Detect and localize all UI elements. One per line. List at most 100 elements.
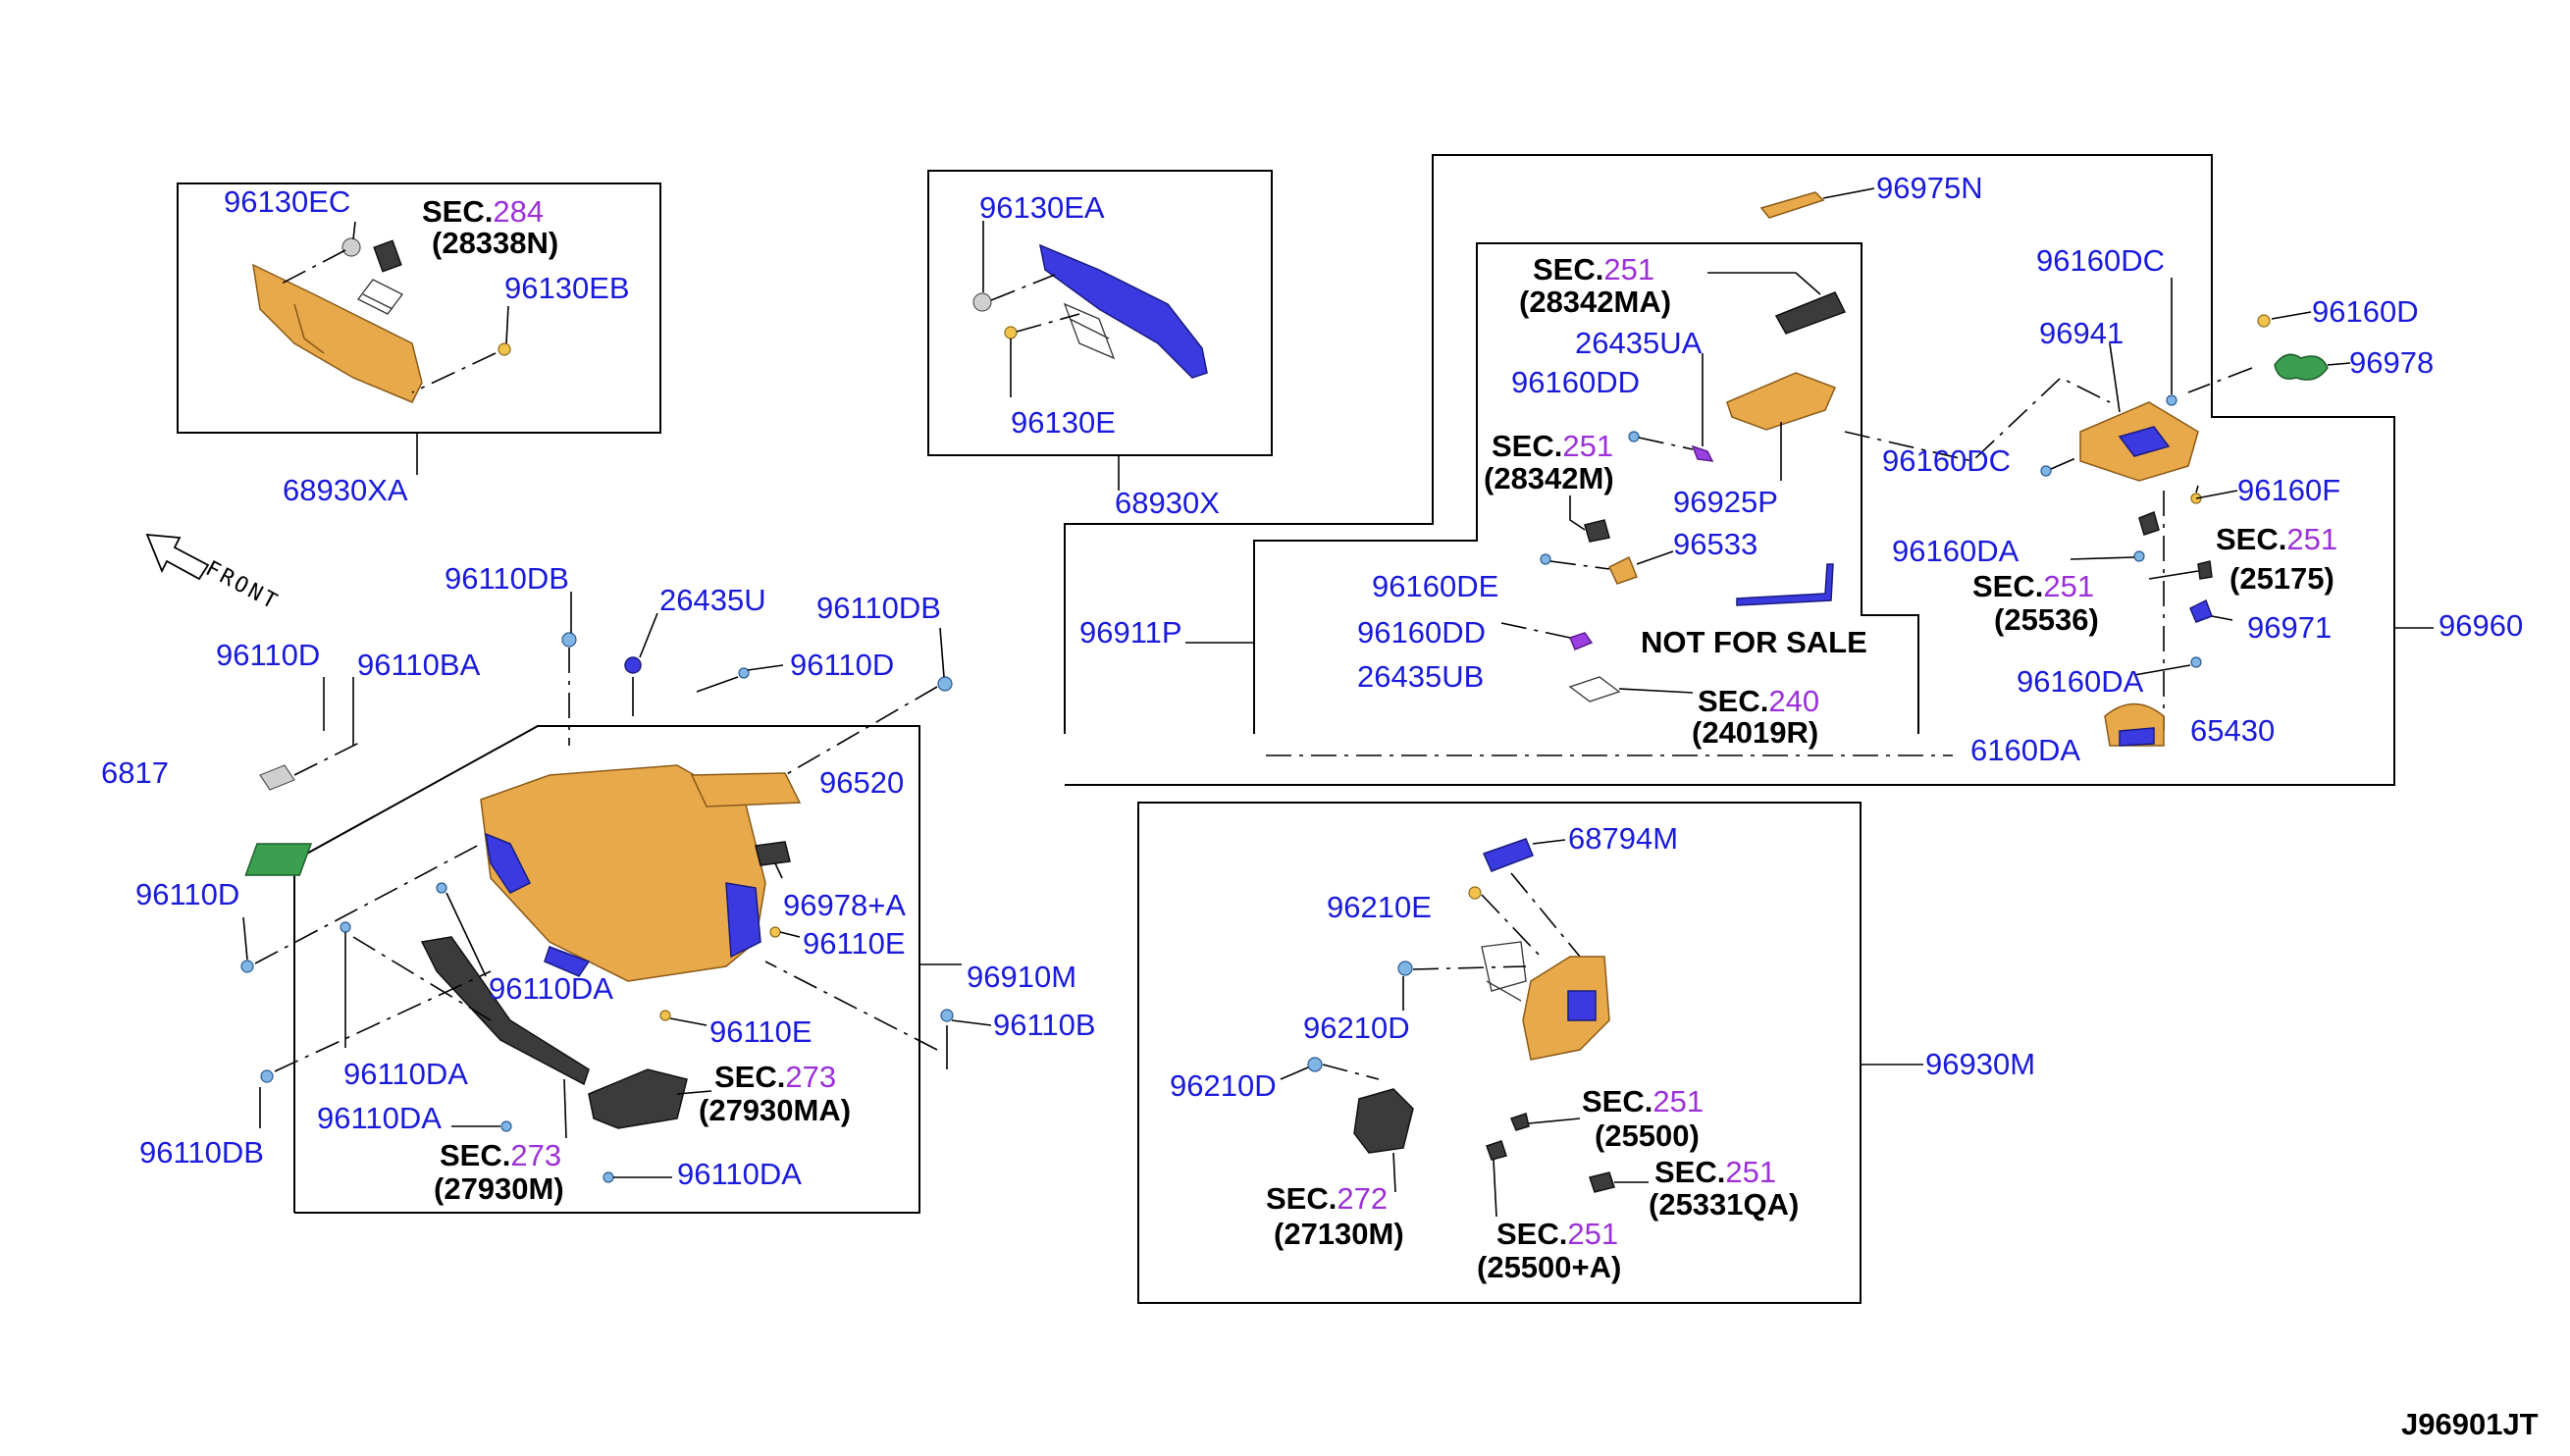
label-96160da-b[interactable]: 96160DA (2017, 664, 2144, 699)
part-68794m-shape (1482, 838, 1534, 872)
part-25500a-shape (1486, 1140, 1507, 1161)
dash-96130eb (411, 352, 497, 393)
label-96210d-a[interactable]: 96210D (1303, 1011, 1410, 1045)
lead-27930m (563, 1078, 567, 1139)
clip-96110db-a (561, 632, 577, 648)
label-96960[interactable]: 96960 (2439, 608, 2523, 643)
label-96160dc-b[interactable]: 96160DC (1882, 443, 2011, 478)
label-96130ea[interactable]: 96130EA (979, 190, 1105, 225)
label-96110da-b[interactable]: 96110DA (343, 1057, 468, 1091)
lead-96160da-b (2133, 664, 2191, 676)
dash-96210d-b (1322, 1064, 1380, 1080)
label-96971[interactable]: 96971 (2247, 610, 2332, 645)
part-96930m-bracket (1522, 956, 1610, 1061)
label-26435ua[interactable]: 26435UA (1575, 326, 1703, 360)
clip-96110d-c (240, 960, 254, 973)
label-26435u[interactable]: 26435U (659, 583, 766, 617)
label-96978a[interactable]: 96978+A (783, 888, 906, 922)
label-96110e-a[interactable]: 96110E (803, 926, 906, 961)
label-96210e[interactable]: 96210E (1327, 890, 1432, 924)
label-sec-251-25536[interactable]: SEC.251 (1972, 569, 2094, 603)
label-96110e-b[interactable]: 96110E (709, 1014, 813, 1049)
console-side-finisher-detail (293, 303, 325, 354)
label-96941[interactable]: 96941 (2039, 316, 2124, 350)
dash-96110da-b (352, 936, 492, 1021)
sec-number: 273 (785, 1060, 836, 1094)
label-6817[interactable]: 6817 (101, 755, 169, 790)
label-65430[interactable]: 65430 (2190, 713, 2275, 748)
label-96925p[interactable]: 96925P (1673, 485, 1778, 519)
clip-96210d-a (1397, 961, 1413, 976)
label-96110ba[interactable]: 96110BA (357, 648, 481, 682)
label-96110db-c[interactable]: 96110DB (139, 1135, 264, 1170)
label-sec-251-25500a[interactable]: SEC.251 (1496, 1217, 1618, 1251)
part-27130m-shape (1353, 1088, 1414, 1154)
label-68794m[interactable]: 68794M (1568, 821, 1678, 856)
label-96160dc-a[interactable]: 96160DC (2036, 243, 2165, 278)
label-96110d-c[interactable]: 96110D (135, 877, 239, 911)
label-sec-251-25500[interactable]: SEC.251 (1582, 1084, 1704, 1118)
clip-96210e (1468, 886, 1482, 900)
label-96160de[interactable]: 96160DE (1372, 569, 1498, 603)
part-96520-shape (690, 772, 802, 807)
label-sec-272[interactable]: SEC.272 (1266, 1181, 1388, 1216)
lead-96110b (946, 1019, 992, 1069)
label-96160f[interactable]: 96160F (2237, 473, 2340, 507)
dash-96110db-b (784, 686, 938, 776)
dash-96978 (2187, 367, 2253, 393)
lead-96160d (2271, 311, 2312, 320)
lead-96110db-b (939, 627, 945, 678)
console-side-finisher-blue (1038, 243, 1208, 379)
label-96110d-a[interactable]: 96110D (216, 638, 320, 672)
label-sec-251-28342ma[interactable]: SEC.251 (1533, 252, 1654, 286)
label-96130ec[interactable]: 96130EC (224, 184, 350, 219)
label-96130eb[interactable]: 96130EB (504, 271, 630, 305)
label-6160da[interactable]: 6160DA (1970, 733, 2080, 767)
clip-96160dc-b (2040, 465, 2052, 477)
lead-96971 (2211, 615, 2233, 621)
label-sec-273-27930m[interactable]: SEC.273 (440, 1138, 561, 1172)
label-sec-240[interactable]: SEC.240 (1698, 684, 1819, 718)
label-ref-25536: (25536) (1994, 602, 2099, 637)
label-96975n[interactable]: 96975N (1876, 171, 1983, 205)
label-96110da-d[interactable]: 96110DA (677, 1157, 802, 1191)
label-96110db-b[interactable]: 96110DB (816, 591, 941, 625)
label-96110db-a[interactable]: 96110DB (445, 561, 569, 596)
label-96110b[interactable]: 96110B (993, 1008, 1096, 1042)
label-96160dd-a[interactable]: 96160DD (1511, 365, 1640, 399)
label-sec-251-28342m[interactable]: SEC.251 (1492, 429, 1613, 463)
part-65430-detail (2119, 727, 2155, 747)
label-96930m[interactable]: 96930M (1925, 1047, 2035, 1081)
part-96978a-shape (755, 841, 791, 866)
label-96978[interactable]: 96978 (2349, 345, 2434, 380)
label-68930xa[interactable]: 68930XA (283, 473, 408, 507)
label-sec-284[interactable]: SEC.284 (422, 194, 544, 229)
sec-prefix: SEC. (440, 1138, 510, 1172)
label-26435ub[interactable]: 26435UB (1357, 659, 1484, 694)
dash-96160dd-a (1638, 437, 1694, 450)
label-96110d-b[interactable]: 96110D (790, 648, 894, 682)
label-68930x[interactable]: 68930X (1115, 486, 1220, 520)
lead-96160f (2195, 485, 2238, 499)
label-ref-25331qa: (25331QA) (1649, 1187, 1799, 1222)
label-96110da-a[interactable]: 96110DA (489, 971, 613, 1006)
label-sec-251-25175[interactable]: SEC.251 (2216, 522, 2337, 556)
sec-prefix: SEC. (1496, 1217, 1567, 1251)
clip-96110e-a (769, 926, 781, 938)
label-96130e[interactable]: 96130E (1011, 405, 1116, 440)
clip-26435u (624, 656, 642, 674)
label-96911p[interactable]: 96911P (1079, 615, 1182, 650)
label-96160d[interactable]: 96160D (2312, 294, 2419, 329)
label-sec-251-25331qa[interactable]: SEC.251 (1654, 1155, 1776, 1189)
label-96520[interactable]: 96520 (819, 765, 904, 800)
part-96533-shape (1608, 555, 1638, 585)
sec-number: 272 (1337, 1181, 1388, 1216)
label-96160da-a[interactable]: 96160DA (1892, 534, 2019, 568)
label-96910m[interactable]: 96910M (967, 960, 1076, 994)
label-96210d-b[interactable]: 96210D (1170, 1068, 1277, 1103)
label-96110da-c[interactable]: 96110DA (317, 1101, 442, 1135)
label-sec-273-27930ma[interactable]: SEC.273 (714, 1060, 836, 1094)
part-25500-shape (1509, 1113, 1530, 1131)
label-96160dd-b[interactable]: 96160DD (1357, 615, 1486, 650)
label-96533[interactable]: 96533 (1673, 527, 1757, 561)
